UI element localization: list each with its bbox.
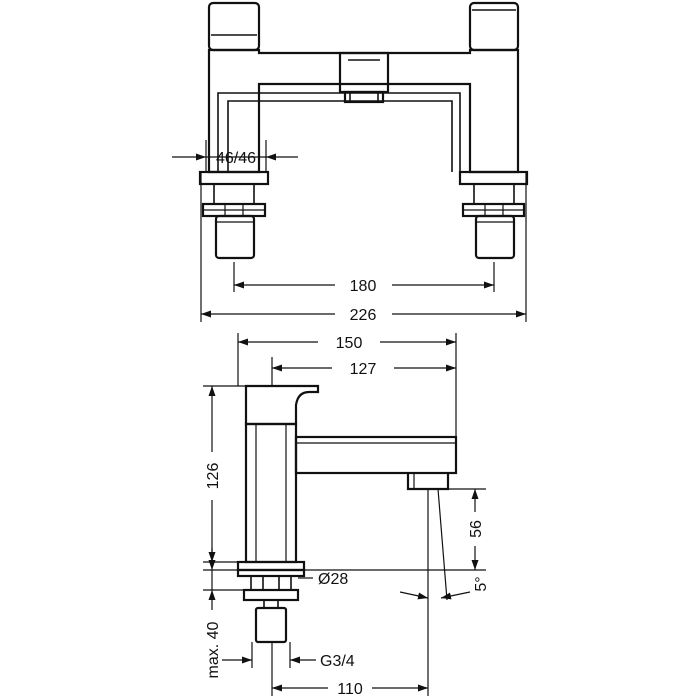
dim-110: 110 xyxy=(272,681,428,698)
dim-127: 127 xyxy=(272,361,456,378)
side-body-column xyxy=(244,422,298,564)
dim-46-46: 46/46 xyxy=(172,150,298,167)
dim-46-46-label: 46/46 xyxy=(216,150,256,167)
right-connection-tail xyxy=(458,170,529,260)
side-view: 150 127 126 56 Ø28 5° xyxy=(203,333,490,698)
side-spout xyxy=(294,435,458,491)
dim-150-label: 150 xyxy=(336,335,363,352)
dim-max-40-label: max. 40 xyxy=(205,621,222,678)
dim-180: 180 xyxy=(234,278,494,295)
left-connection-tail xyxy=(198,170,270,260)
left-handle xyxy=(207,1,261,52)
dim-56-label: 56 xyxy=(468,520,485,538)
dim-angle-5: 5° xyxy=(399,576,490,600)
side-handle xyxy=(244,384,320,426)
dim-thread-g34-label: G3/4 xyxy=(320,653,355,670)
dim-angle-5-label: 5° xyxy=(473,576,490,591)
dim-diameter-28: Ø28 xyxy=(298,571,348,588)
dim-110-label: 110 xyxy=(337,681,363,698)
dim-226: 226 xyxy=(201,307,526,324)
dim-diameter-28-label: Ø28 xyxy=(318,571,348,588)
dim-max-40: max. 40 xyxy=(205,548,222,678)
dim-226-label: 226 xyxy=(350,307,377,324)
dim-180-label: 180 xyxy=(350,278,377,295)
side-base-tail xyxy=(236,560,306,644)
dim-150: 150 xyxy=(238,335,456,352)
dim-126: 126 xyxy=(205,386,222,562)
dim-127-label: 127 xyxy=(350,361,377,378)
dim-thread-g34: G3/4 xyxy=(222,653,355,670)
dim-56: 56 xyxy=(468,489,485,570)
right-handle xyxy=(468,1,520,52)
dim-126-label: 126 xyxy=(205,463,222,490)
front-view: 46/46 180 226 xyxy=(172,1,529,324)
center-spout-block xyxy=(338,51,390,104)
